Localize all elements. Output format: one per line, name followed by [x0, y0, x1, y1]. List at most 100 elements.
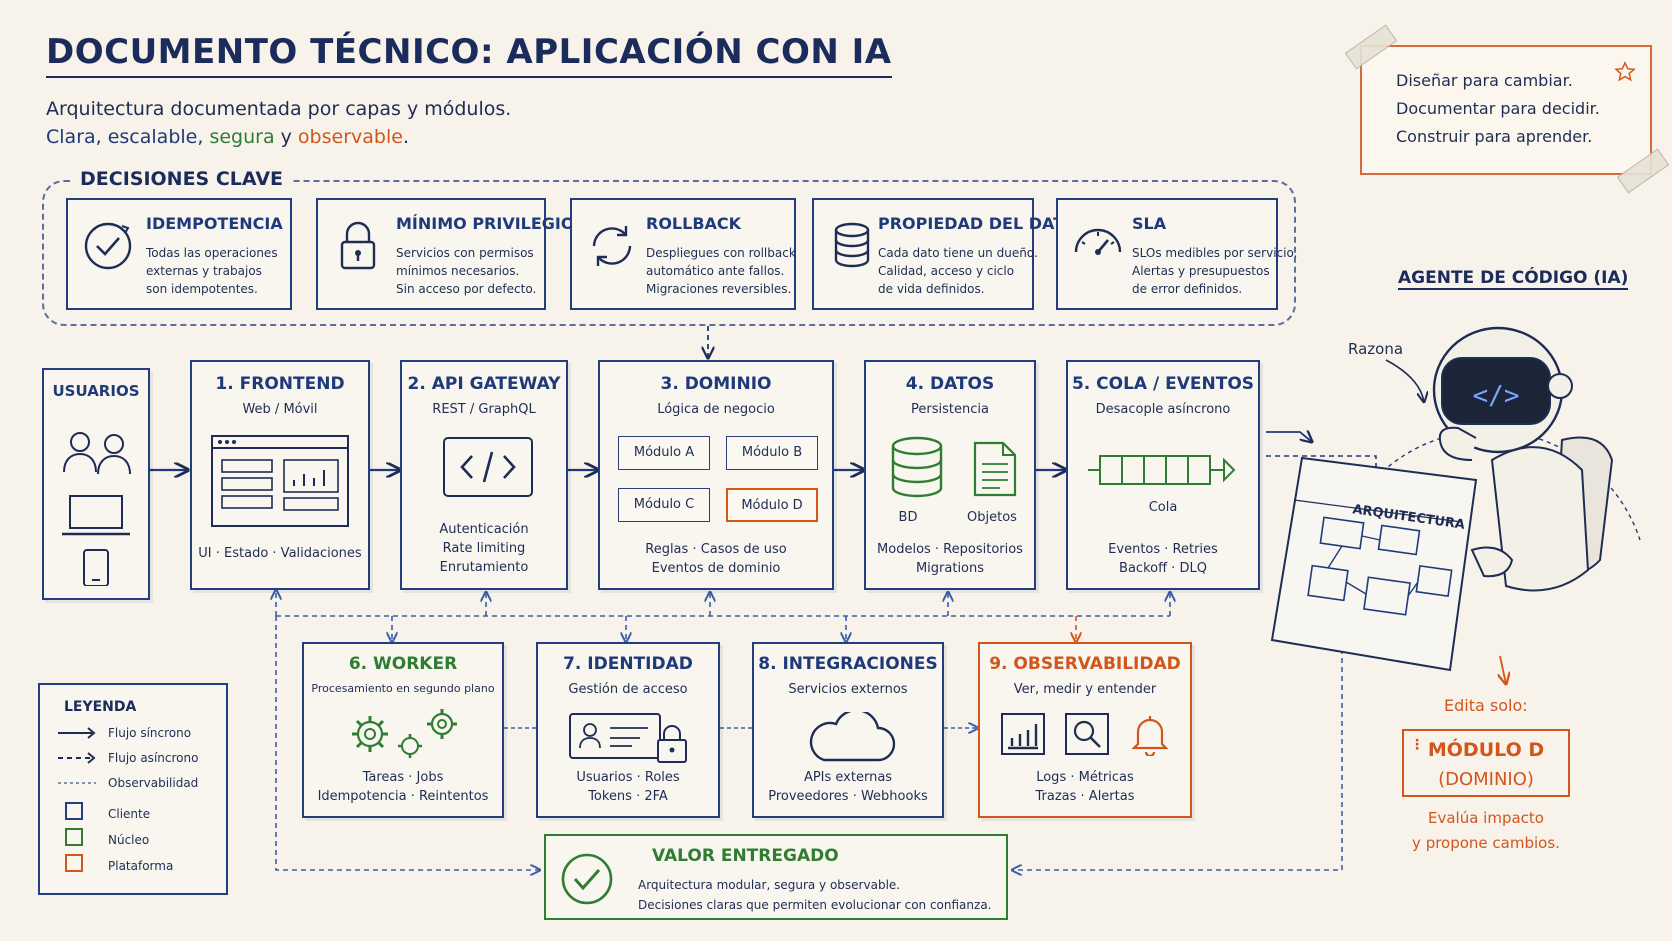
users-icon — [62, 432, 131, 586]
cloud-icon — [809, 712, 896, 762]
decision-line: Despliegues con rollback — [646, 246, 796, 260]
decision-line: automático ante fallos. — [646, 264, 785, 278]
decision-line: Todas las operaciones — [146, 246, 278, 260]
value-line-1: Arquitectura modular, segura y observabl… — [638, 878, 901, 892]
note-line-1: Diseñar para cambiar. — [1396, 71, 1573, 90]
edit-module-line-1: MÓDULO D — [1427, 739, 1545, 761]
subtitle-clara: Clara, escalable, — [46, 126, 210, 148]
legend-item-sync: Flujo síncrono — [108, 726, 192, 740]
layer-title: 1. FRONTEND — [215, 374, 345, 394]
layer-subtitle: REST / GraphQL — [432, 402, 536, 417]
magnifier-icon — [1065, 713, 1109, 755]
robot-screen-code: </> — [1473, 381, 1520, 411]
objetos-label: Objetos — [967, 510, 1017, 525]
agent-after-line-1: Evalúa impacto — [1428, 809, 1544, 827]
layer-title: 4. DATOS — [905, 374, 995, 394]
layer-foot-line: Trazas · Alertas — [1035, 789, 1135, 804]
layer-foot-line: Rate limiting — [442, 541, 526, 556]
layer-integraciones: 8. INTEGRACIONES Servicios externos APIs… — [752, 642, 944, 818]
decision-minimo-privilegio: MÍNIMO PRIVILEGIO Servicios con permisos… — [316, 198, 574, 310]
edita-label: Edita solo: — [1444, 696, 1528, 715]
layer-frontend: 1. FRONTEND Web / Móvil UI · Estado · Va… — [190, 360, 370, 590]
layer-subtitle: Web / Móvil — [242, 402, 318, 417]
lock-icon — [340, 221, 376, 270]
layer-foot-line: Usuarios · Roles — [576, 770, 680, 785]
decision-title: SLA — [1132, 214, 1167, 233]
layer-title: 8. INTEGRACIONES — [758, 654, 938, 674]
page-title: DOCUMENTO TÉCNICO: APLICACIÓN CON IA — [46, 32, 892, 78]
decision-line: Migraciones reversibles. — [646, 282, 792, 296]
refresh-icon — [592, 226, 632, 266]
decision-line: de error definidos. — [1132, 282, 1243, 296]
value-title: VALOR ENTREGADO — [652, 846, 839, 866]
layer-foot-line: Eventos · Retries — [1108, 542, 1218, 557]
database-icon — [834, 222, 870, 268]
module-c: Módulo C — [618, 488, 710, 522]
agent-after-line-2: y propone cambios. — [1412, 834, 1560, 852]
gears-icon — [352, 709, 457, 758]
decision-line: son idempotentes. — [146, 282, 258, 296]
bell-icon — [1131, 716, 1169, 756]
star-icon — [1614, 61, 1636, 82]
decision-line: mínimos necesarios. — [396, 264, 520, 278]
subtitle-line-1: Arquitectura documentada por capas y mód… — [46, 98, 512, 120]
subtitle-period: . — [402, 126, 409, 148]
robot-agent-illustration: </> — [1270, 326, 1614, 672]
agent-title: AGENTE DE CÓDIGO (IA) — [1398, 268, 1629, 290]
razona-label: Razona — [1348, 340, 1404, 358]
decision-title: MÍNIMO PRIVILEGIO — [396, 214, 575, 233]
bar-chart-icon — [1001, 713, 1045, 755]
editable-module-box: ⋮ MÓDULO D (DOMINIO) — [1402, 729, 1570, 797]
decision-line: externas y trabajos — [146, 264, 262, 278]
module-d: Módulo D — [726, 488, 818, 522]
decision-rollback: ROLLBACK Despliegues con rollback automá… — [570, 198, 796, 310]
legend-item-plataforma: Plataforma — [108, 859, 174, 873]
subtitle-segura: segura — [209, 126, 275, 148]
value-line-2: Decisiones claras que permiten evolucion… — [638, 898, 992, 912]
layer-subtitle: Procesamiento en segundo plano — [311, 682, 495, 695]
code-icon — [443, 437, 533, 497]
subtitle-line-2: Clara, escalable, segura y observable. — [46, 126, 409, 148]
queue-icon — [1088, 455, 1236, 485]
alert-mark-icon: ⋮ — [1410, 737, 1424, 753]
agent-after-text: Evalúa impacto y propone cambios. — [1400, 806, 1572, 856]
note-line-2: Documentar para decidir. — [1396, 99, 1600, 118]
layer-foot-line: Modelos · Repositorios — [877, 542, 1023, 557]
database-icon — [891, 436, 943, 498]
legend-title: LEYENDA — [64, 699, 137, 715]
bd-label: BD — [898, 510, 918, 525]
layer-foot-line: Reglas · Casos de uso — [645, 542, 787, 557]
layer-foot-line: Migrations — [915, 561, 985, 576]
layer-subtitle: Servicios externos — [788, 682, 908, 697]
layer-title: 9. OBSERVABILIDAD — [989, 654, 1181, 674]
edit-module-line-2: (DOMINIO) — [1438, 769, 1534, 790]
layer-foot-line: APIs externas — [803, 770, 893, 785]
legend-item-nucleo: Núcleo — [108, 833, 150, 847]
layer-foot-line: Idempotencia · Reintentos — [317, 789, 489, 804]
cola-label: Cola — [1148, 500, 1178, 515]
decision-title: PROPIEDAD DEL DATO — [878, 214, 1078, 233]
legend-item-observability: Observabilidad — [108, 776, 199, 790]
decision-line: Servicios con permisos — [396, 246, 534, 260]
users-label: USUARIOS — [52, 382, 140, 400]
decision-line: Calidad, acceso y ciclo — [878, 264, 1015, 278]
decision-idempotencia: IDEMPOTENCIA Todas las operaciones exter… — [66, 198, 292, 310]
layer-datos: 4. DATOS Persistencia BD Objetos Modelos… — [864, 360, 1036, 590]
layer-foot-line: Eventos de dominio — [651, 561, 781, 576]
layer-foot-line: Logs · Métricas — [1036, 770, 1134, 785]
check-circle-icon — [84, 222, 132, 270]
layer-subtitle: Desacople asíncrono — [1095, 402, 1231, 417]
decision-sla: SLA SLOs medibles por servicio. Alertas … — [1056, 198, 1297, 310]
legend-swatches — [58, 727, 96, 872]
id-card-lock-icon — [569, 713, 687, 763]
decision-propiedad-dato: PROPIEDAD DEL DATO Cada dato tiene un du… — [812, 198, 1078, 310]
value-delivered: VALOR ENTREGADO Arquitectura modular, se… — [544, 834, 1008, 920]
layer-foot-line: Enrutamiento — [439, 560, 529, 575]
legend-item-cliente: Cliente — [108, 807, 151, 821]
layer-foot-line: Tareas · Jobs — [362, 770, 444, 785]
layer-dominio: 3. DOMINIO Lógica de negocio Módulo A Mó… — [598, 360, 834, 590]
document-icon — [973, 441, 1017, 497]
layer-subtitle: Ver, medir y entender — [1013, 682, 1157, 697]
layer-worker: 6. WORKER Procesamiento en segundo plano… — [302, 642, 504, 818]
decision-line: Sin acceso por defecto. — [396, 282, 537, 296]
